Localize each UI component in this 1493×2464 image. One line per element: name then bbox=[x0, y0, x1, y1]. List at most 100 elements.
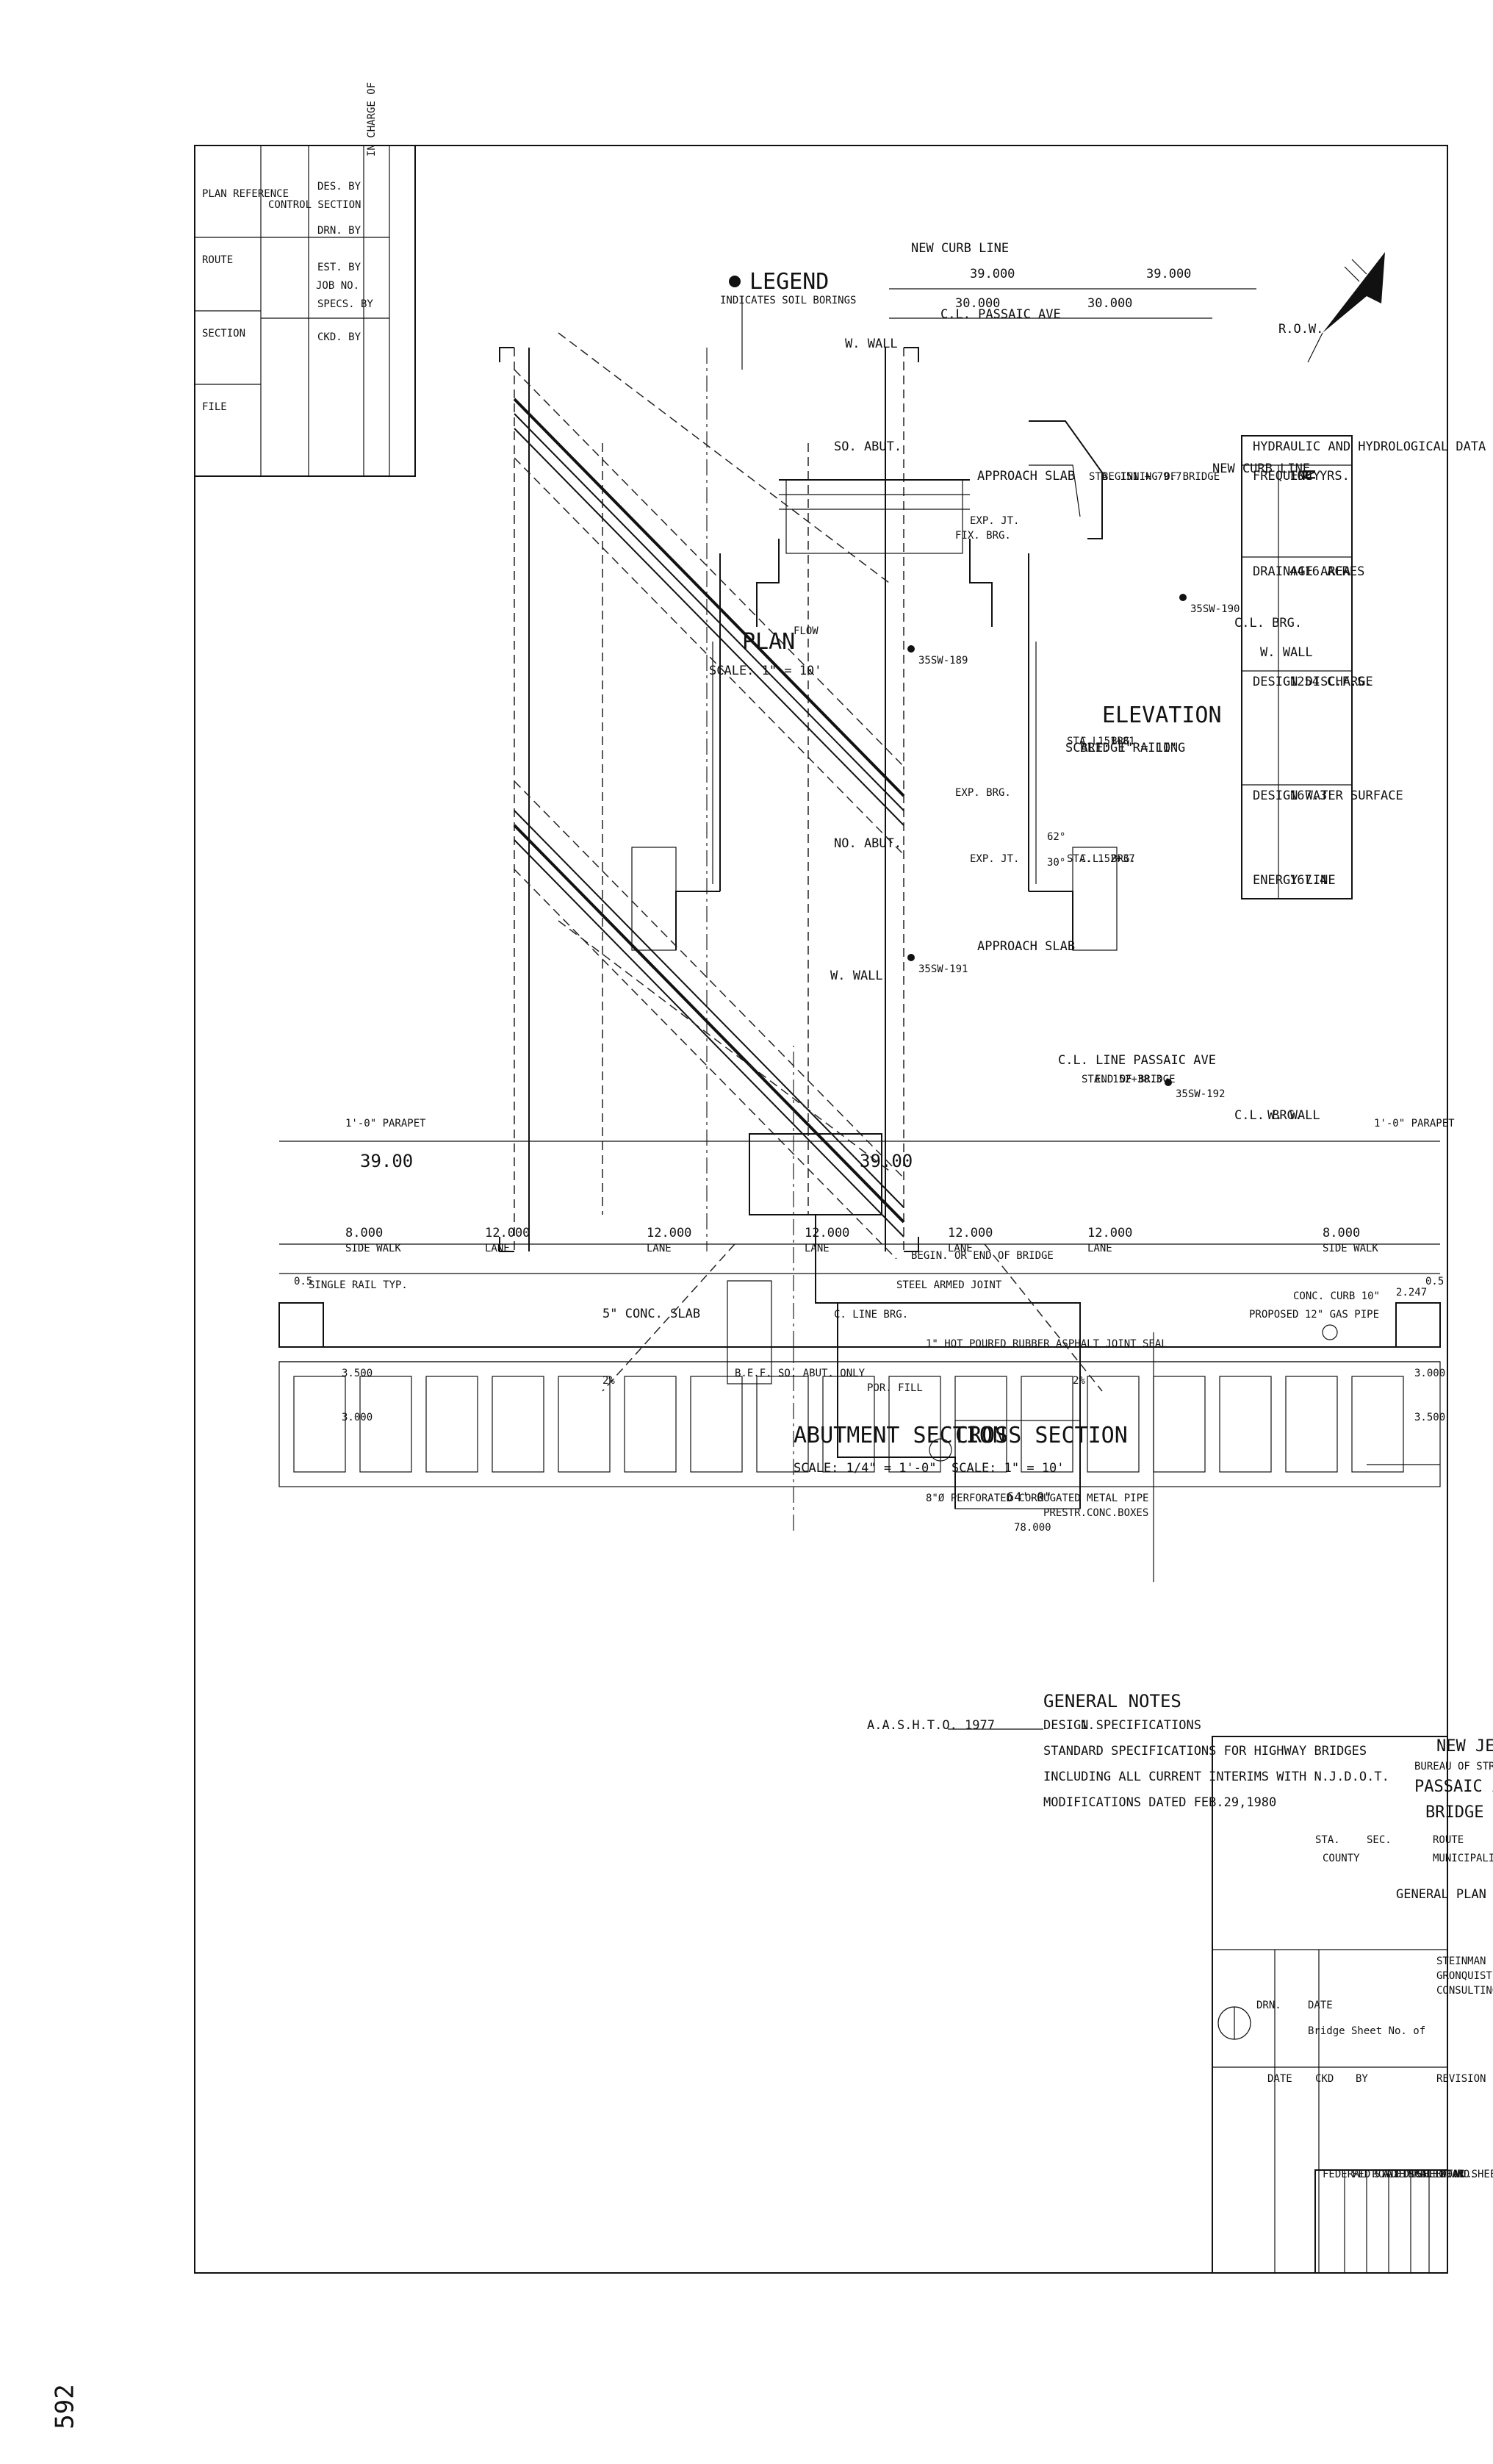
elevation-title: ELEVATION bbox=[1102, 703, 1222, 728]
abut-cl-brg: C. LINE BRG. bbox=[834, 1309, 908, 1321]
hyd-discharge-label: DESIGN DISCHARGE bbox=[1253, 675, 1373, 689]
cs-overall-bottom: 39.00 bbox=[360, 1151, 413, 1171]
tb-county: COUNTY bbox=[1323, 1853, 1360, 1864]
boring-symbol-icon bbox=[729, 276, 741, 287]
tb-municipality: MUNICIPALITY bbox=[1433, 1853, 1493, 1864]
sheet-number-box: FEDERAL ROAD DIST. NO. FED. AID PROJECT … bbox=[1314, 2169, 1493, 2274]
exp-jt-1: EXP. JT. bbox=[970, 515, 1019, 527]
cs-single-rail: SINGLE RAIL TYP. bbox=[309, 1279, 408, 1291]
sheet-col-fiscal: FISCAL YEAR bbox=[1396, 2169, 1464, 2180]
cs-cl-passaic: C.L. LINE PASSAIC AVE bbox=[1058, 1053, 1216, 1068]
boring-189: 35SW-189 bbox=[918, 655, 968, 667]
abut-steel-joint: STEEL ARMED JOINT bbox=[896, 1279, 1002, 1291]
control-section-label: CONTROL SECTION bbox=[268, 199, 361, 211]
cs-lane-1-label: LANE bbox=[1087, 1243, 1112, 1254]
hyd-freq-label: FREQUENCY bbox=[1253, 469, 1320, 484]
approach-slab-left: APPROACH SLAB bbox=[977, 469, 1075, 484]
hydraulic-table: HYDRAULIC AND HYDROLOGICAL DATA FREQUENC… bbox=[1241, 435, 1486, 899]
cs-slope-2: 2% bbox=[602, 1375, 615, 1387]
sheet-border bbox=[194, 145, 1448, 2274]
cs-dim-3000-left: 3.000 bbox=[1414, 1368, 1445, 1379]
elevation-scale: SCALE: 1" = 10' bbox=[1065, 741, 1179, 755]
cl-brg-plan-right-2: C.L. BRG. bbox=[1234, 1108, 1302, 1123]
abutment-section: BEGIN. OR END OF BRIDGE STEEL ARMED JOIN… bbox=[602, 1133, 1168, 1582]
cs-parapet-left: 1'-0" PARAPET bbox=[1374, 1118, 1455, 1129]
end-of-bridge: END OF BRIDGE bbox=[1095, 1074, 1176, 1085]
section-header: SECTION bbox=[202, 328, 245, 340]
cs-lane-2: 12.000 bbox=[948, 1226, 993, 1240]
sheet-col-fed-aid: FED. AID PROJECT NO. bbox=[1352, 2169, 1476, 2180]
title-block: NEW JERSEY DEPARTMENT OF TRANSPORTATION … bbox=[1212, 1736, 1493, 2274]
plan-reference-label: PLAN REFERENCE bbox=[202, 188, 289, 200]
tb-sheet-title: GENERAL PLAN AND ELEVATION bbox=[1396, 1887, 1493, 1902]
angle-62: 62° bbox=[1047, 831, 1065, 843]
plan-dim-39-right: 39.000 bbox=[1146, 267, 1191, 281]
des-by-label: DES. BY bbox=[317, 181, 361, 193]
legend: LEGEND INDICATES SOIL BORINGS bbox=[720, 269, 856, 370]
sheet-col-sheet-no: SHEET NO. bbox=[1417, 2169, 1472, 2180]
north-label: N bbox=[1299, 470, 1320, 480]
cs-sidewalk-left-label: SIDE WALK bbox=[1323, 1243, 1378, 1254]
reference-table: PLAN REFERENCE ROUTE SECTION FILE CONTRO… bbox=[194, 82, 416, 477]
boring-191: 35SW-191 bbox=[918, 963, 968, 975]
abut-bef: B.E.F. SO. ABUT. ONLY bbox=[735, 1368, 866, 1379]
abut-rubber: 1" HOT POURED RUBBER ASPHALT JOINT SEAL bbox=[926, 1338, 1168, 1350]
tb-project: PASSAIC AVENUE WIDENING bbox=[1414, 1778, 1493, 1796]
notes-line-4: MODIFICATIONS DATED FEB.29,1980 bbox=[1043, 1795, 1276, 1810]
notes-line-1: A.A.S.H.T.O. 1977 bbox=[867, 1718, 995, 1733]
so-abut-label: SO. ABUT. bbox=[834, 439, 902, 454]
cs-dim-05-right: 0.5 bbox=[294, 1276, 312, 1287]
tb-route: ROUTE bbox=[1433, 1834, 1464, 1846]
cs-width-78: 78.000 bbox=[1014, 1522, 1051, 1534]
cs-dim-3500-right: 3.500 bbox=[342, 1368, 373, 1379]
cl-brg-2-sta: STA. 152+37 bbox=[1067, 853, 1135, 865]
notes-line-2: STANDARD SPECIFICATIONS FOR HIGHWAY BRID… bbox=[1043, 1744, 1367, 1759]
new-curb-line-top: NEW CURB LINE bbox=[911, 241, 1009, 256]
w-wall-top-left: W. WALL bbox=[845, 337, 898, 351]
cs-gas-pipe: PROPOSED 12" GAS PIPE bbox=[1249, 1309, 1379, 1321]
legend-text: INDICATES SOIL BORINGS bbox=[720, 295, 856, 306]
exp-jt-2: EXP. JT. bbox=[970, 853, 1019, 865]
plan-dim-39-left: 39.000 bbox=[970, 267, 1015, 281]
cl-brg-1: C.L. BRG. bbox=[1080, 736, 1136, 747]
box-beams bbox=[293, 1376, 1404, 1473]
tb-ckd: CKD bbox=[1315, 2073, 1334, 2085]
end-sta: STA. 152+38.3 bbox=[1082, 1074, 1162, 1085]
abut-title: ABUTMENT SECTION bbox=[794, 1423, 1006, 1448]
hyd-surface-value: 167.3 bbox=[1289, 789, 1327, 803]
tb-agency: NEW JERSEY DEPARTMENT OF TRANSPORTATION bbox=[1436, 1737, 1493, 1756]
w-wall-right-2: W. WALL bbox=[1267, 1108, 1320, 1123]
cs-width-64: 64'-0" bbox=[1007, 1490, 1051, 1505]
abut-pipe: 8"Ø PERFORATED CORRUGATED METAL PIPE bbox=[926, 1493, 1148, 1504]
hyd-energy-value: 167.4 bbox=[1289, 873, 1327, 888]
tb-firm-3: CONSULTING ENGINEERS bbox=[1436, 1985, 1493, 1997]
sheet-col-state: STATE bbox=[1374, 2169, 1405, 2180]
fix-brg: FIX. BRG. bbox=[955, 530, 1011, 542]
route-header: ROUTE bbox=[202, 254, 233, 266]
cs-lane-5: 12.000 bbox=[485, 1226, 530, 1240]
cs-slope-1: 2% bbox=[1073, 1375, 1085, 1387]
notes-heading: DESIGN SPECIFICATIONS bbox=[1043, 1718, 1201, 1733]
cs-dim-3000-right: 3.000 bbox=[342, 1412, 373, 1423]
beginning-sta: STA. 151 + 79.7 bbox=[1089, 471, 1181, 483]
hydraulic-title: HYDRAULIC AND HYDROLOGICAL DATA bbox=[1253, 439, 1486, 454]
tb-sheet-of: Bridge Sheet No. of bbox=[1308, 2025, 1425, 2037]
tb-firm-1: STEINMAN BOYNTON bbox=[1436, 1955, 1493, 1967]
hyd-discharge-value: 1254 C.F.S. bbox=[1289, 675, 1373, 689]
plan-title: PLAN bbox=[742, 629, 795, 655]
cs-lane-5-label: LANE bbox=[485, 1243, 510, 1254]
hyd-area-value: 4416 ACRES bbox=[1289, 564, 1364, 579]
cs-scale: SCALE: 1" = 10' bbox=[951, 1461, 1065, 1476]
skew-lines bbox=[513, 332, 905, 1260]
cs-sidewalk-right: 8.000 bbox=[345, 1226, 383, 1240]
cs-dim-3500-left: 3.500 bbox=[1414, 1412, 1445, 1423]
plan-view: 39.000 39.000 30.000 30.000 N NEW CURB L… bbox=[499, 241, 1385, 1260]
cs-overall-top: 39.00 bbox=[860, 1151, 913, 1171]
cs-sidewalk-right-label: SIDE WALK bbox=[345, 1243, 401, 1254]
est-by-label: EST. BY bbox=[317, 262, 361, 273]
row-label: R.O.W. bbox=[1278, 322, 1323, 337]
ckd-by-label: CKD. BY bbox=[317, 331, 361, 343]
tb-drn: DRN. bbox=[1256, 2000, 1281, 2011]
